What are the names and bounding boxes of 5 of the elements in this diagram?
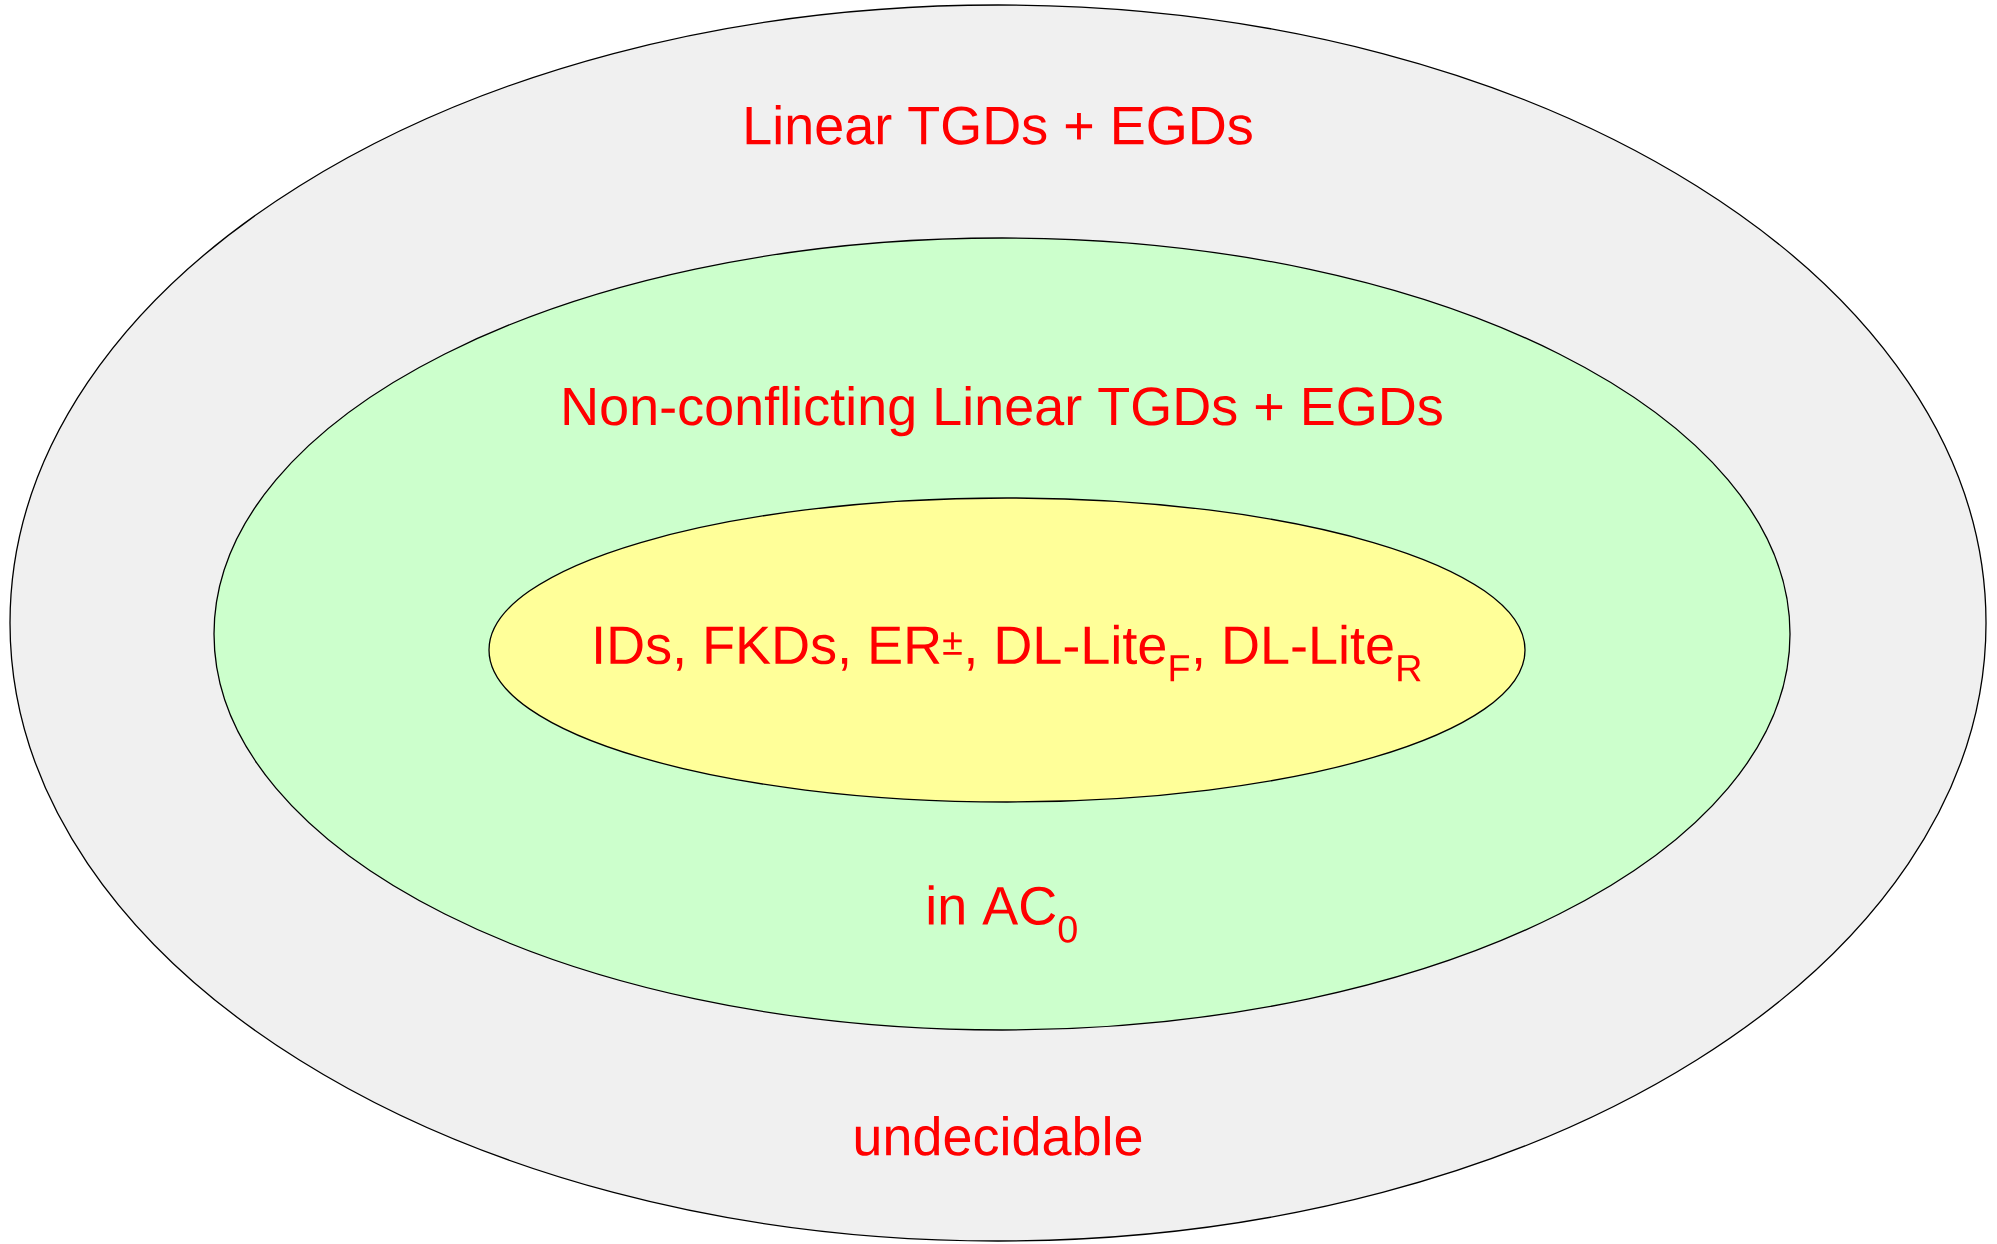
region-label: in AC$_{0}$ (928, 885, 1077, 943)
region-label: Non-conflicting Linear TGDs + EGDs (564, 385, 1442, 437)
region-label: IDs, FKDs, ER$^{±}$, DL-Lite$_{F}$, DL-Lite$_{R}$ (596, 624, 1421, 682)
region-label: undecidable (855, 1116, 1142, 1156)
region-label: Linear TGDs + EGDs (746, 105, 1252, 145)
